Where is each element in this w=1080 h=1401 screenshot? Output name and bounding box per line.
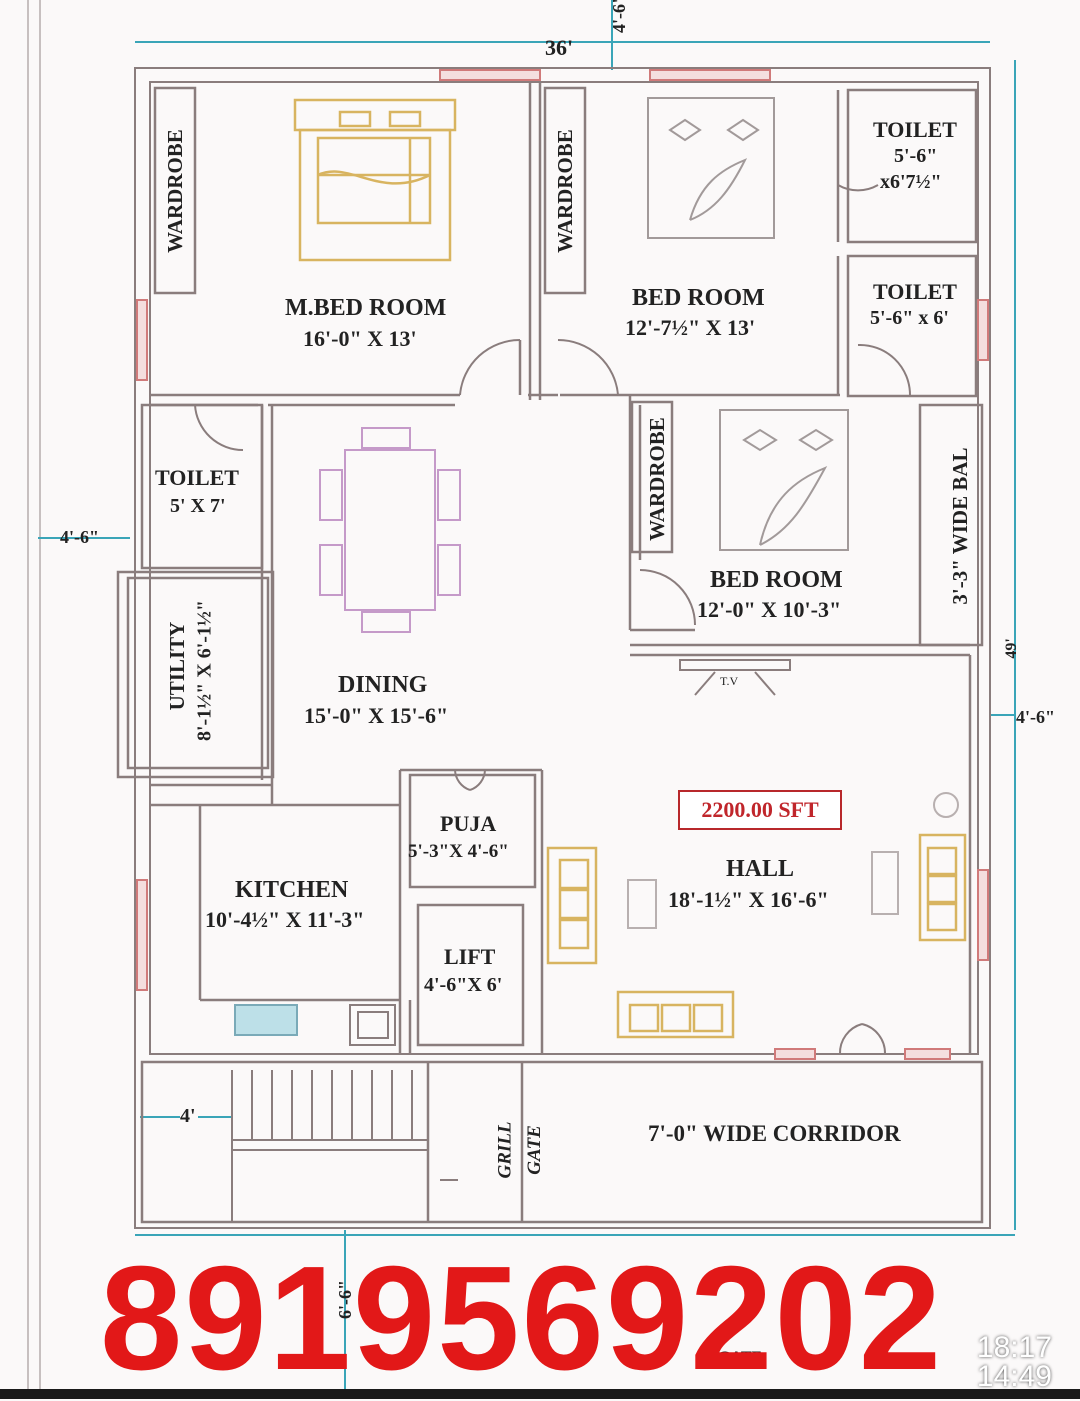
bed2-name: BED ROOM [710, 567, 843, 593]
master-bed [293, 98, 457, 262]
hall-name: HALL [726, 856, 795, 882]
bottom-bar [0, 1389, 1080, 1399]
utility-size: 8'-1½" X 6'-1½" [193, 599, 216, 742]
stair-dimension-label: 4' [180, 1105, 196, 1127]
master-bed-size: 16'-0" X 13' [303, 326, 417, 351]
lift-size: 4'-6"X 6' [424, 974, 503, 996]
timestamp-bottom: 14:49 [976, 1359, 1052, 1393]
kitchen-fixtures [234, 1004, 396, 1046]
bed2-size: 12'-0" X 10'-3" [697, 597, 842, 622]
bed1-size: 12'-7½" X 13' [625, 315, 756, 340]
overall-width-label: 36' [545, 35, 574, 60]
hall-furniture [627, 792, 959, 929]
windows [136, 69, 989, 1060]
toilet2-size: 5'-6" x 6' [870, 307, 949, 329]
bed2-wardrobe-label: WARDROBE [644, 417, 669, 541]
corridor-label: 7'-0" WIDE CORRIDOR [648, 1121, 901, 1146]
hall-sofas [546, 833, 967, 1039]
interior-walls [116, 82, 984, 1224]
puja-name: PUJA [440, 811, 497, 836]
bottom-gate-label: GATE [718, 1349, 763, 1366]
overall-depth-label: 49' [1002, 638, 1020, 659]
kitchen-name: KITCHEN [235, 877, 349, 903]
master-bed-name: M.BED ROOM [285, 295, 447, 321]
door-swings [194, 184, 911, 1055]
top-setback-label: 4'-6" [609, 0, 630, 33]
left-setback-label: 4'-6" [60, 527, 99, 547]
toilet1-size-a: 5'-6" [894, 145, 938, 167]
timestamp-overlay: 18:17 14:49 [976, 1331, 1052, 1393]
page-margin-lines [27, 0, 41, 1399]
tv-label: T.V [720, 674, 739, 688]
utility-name: UTILITY [164, 621, 189, 711]
area-badge: 2200.00 SFT [678, 790, 842, 830]
phone-number-overlay: 8919569202 [100, 1236, 944, 1401]
lift-name: LIFT [444, 944, 496, 969]
hall-size: 18'-1½" X 16'-6" [668, 887, 829, 912]
toilet3-size: 5' X 7' [170, 495, 226, 517]
dimension-lines [38, 0, 1016, 1399]
toilet3-name: TOILET [155, 465, 239, 490]
bed1-wardrobe-label: WARDROBE [552, 129, 577, 253]
bed-2 [719, 409, 849, 551]
toilet1-name: TOILET [873, 117, 957, 142]
bed-1 [647, 97, 775, 239]
puja-size: 5'-3"X 4'-6" [408, 841, 509, 862]
balcony-label: 3'-3" WIDE BAL [947, 447, 972, 605]
gate-label: GATE [523, 1125, 545, 1175]
toilet1-size-b: x6'7½" [880, 171, 942, 193]
dining-size: 15'-0" X 15'-6" [304, 703, 449, 728]
tv-unit [679, 659, 791, 696]
dining-table [319, 427, 461, 633]
master-wardrobe-label: WARDROBE [162, 129, 187, 253]
dining-name: DINING [338, 672, 428, 698]
right-setback-label: 4'-6" [1016, 707, 1055, 727]
timestamp-top: 18:17 [976, 1331, 1052, 1364]
kitchen-size: 10'-4½" X 11'-3" [205, 907, 365, 932]
toilet2-name: TOILET [873, 279, 957, 304]
bed1-name: BED ROOM [632, 285, 765, 311]
grill-label: GRILL [494, 1121, 516, 1179]
